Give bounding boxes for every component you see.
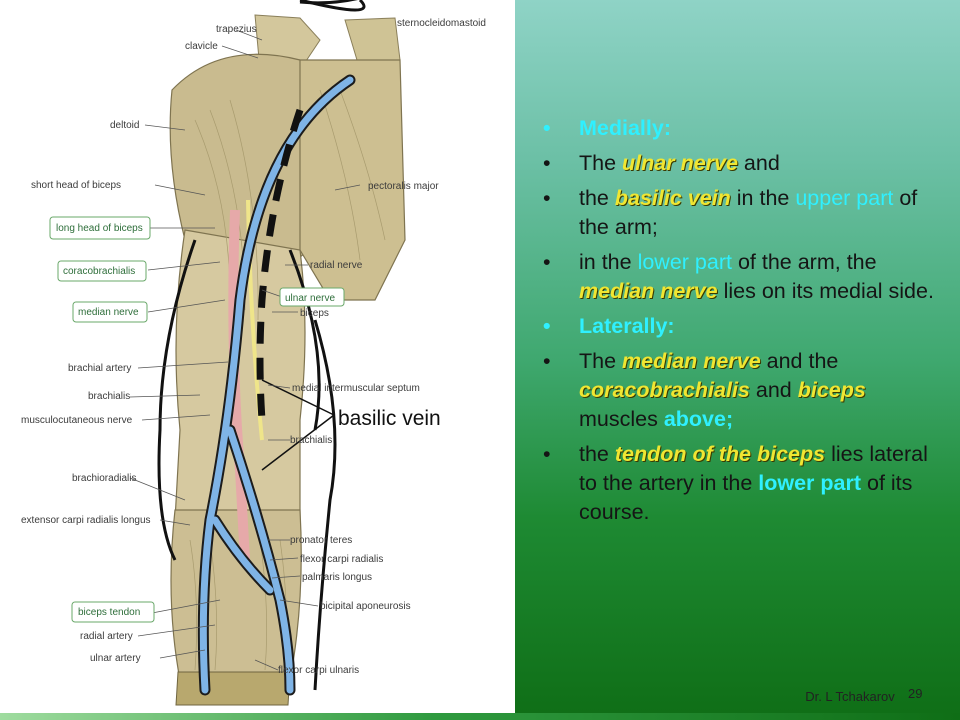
label-clavicle: clavicle [185,41,218,52]
bullet-list: Medially: The ulnar nerve and the basili… [543,114,943,533]
bullet-medially: Medially: [543,114,943,143]
page-number: 29 [908,686,923,701]
long-head-biceps-box [49,216,151,240]
label-basilic-vein: basilic vein [338,407,441,430]
label-sternocleidomastoid: sternocleidomastoid [397,18,486,29]
label-brachioradialis: brachioradialis [72,473,136,484]
label-flexor-carpi-ulnaris: flexor carpi ulnaris [278,665,359,676]
label-flexor-carpi-radialis: flexor carpi radialis [300,554,383,565]
label-pectoralis-major: pectoralis major [368,181,439,192]
median-nerve-box [72,301,148,323]
label-brachialis-left: brachialis [88,391,130,402]
label-deltoid: deltoid [110,120,139,131]
label-biceps-tendon: biceps tendon [78,607,140,618]
biceps-tendon-box [71,601,155,623]
bullet-median-nerve-lower: in the lower part of the arm, the median… [543,248,943,306]
ulnar-nerve-box [279,287,345,307]
bullet-biceps-tendon: the tendon of the biceps lies lateral to… [543,440,943,527]
bullet-laterally: Laterally: [543,312,943,341]
label-trapezius: trapezius [216,24,257,35]
label-radial-nerve: radial nerve [310,260,363,271]
bottom-accent-bar [0,713,960,720]
label-coracobrachialis: coracobrachialis [63,266,135,277]
label-ulnar-artery: ulnar artery [90,653,141,664]
label-median-nerve: median nerve [78,307,139,318]
label-musculocutaneous: musculocutaneous nerve [21,415,133,426]
label-pronator-teres: pronator teres [290,535,352,546]
label-long-head-biceps: long head of biceps [56,223,143,234]
label-palmaris-longus: palmaris longus [302,572,372,583]
label-brachialis-right: brachialis [290,435,332,446]
footer-author: Dr. L Tchakarov [805,689,895,704]
label-ext-carpi: extensor carpi radialis longus [21,515,151,526]
coracobrachialis-box [57,260,147,282]
bullet-ulnar-nerve: The ulnar nerve and [543,149,943,178]
label-brachial-artery: brachial artery [68,363,131,374]
label-radial-artery: radial artery [80,631,133,642]
label-medial-septum: medial intermuscular septum [292,383,420,394]
bullet-basilic-vein: the basilic vein in the upper part of th… [543,184,943,242]
arm-anatomy-illustration: trapezius sternocleidomastoid clavicle d… [21,0,486,706]
label-biceps-right: biceps [300,308,329,319]
wrist-shape [175,671,291,706]
label-bicipital-aponeurosis: bicipital aponeurosis [320,601,411,612]
bullet-lateral-structures: The median nerve and the coracobrachiali… [543,347,943,434]
basilic-vein-dashed-shape [256,108,304,421]
label-short-head-biceps: short head of biceps [31,180,121,191]
label-ulnar-nerve: ulnar nerve [285,293,335,304]
